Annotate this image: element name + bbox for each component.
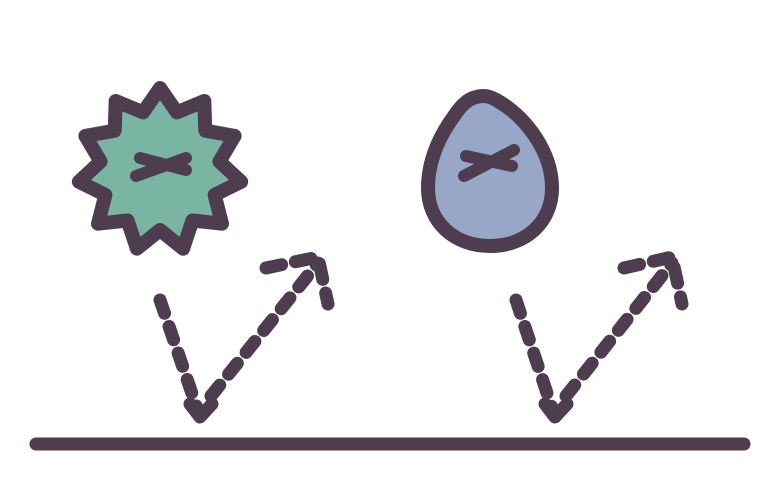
arrow-descent xyxy=(509,293,561,421)
x-mark-stroke-2 xyxy=(134,152,192,176)
right-bounce-arrow-icon xyxy=(509,250,689,424)
arrow-descent xyxy=(153,293,206,421)
droplet-icon xyxy=(421,89,559,253)
arrow-ascent xyxy=(559,256,679,403)
x-mark-stroke-2 xyxy=(460,150,518,172)
arrowhead xyxy=(617,250,689,311)
arrow-bounce-point xyxy=(183,397,219,424)
left-bounce-arrow-icon xyxy=(153,250,335,424)
droplet-body xyxy=(421,89,559,253)
droplet-x-mark-icon xyxy=(458,144,520,182)
arrow-ascent xyxy=(204,256,325,403)
spiky-star-icon xyxy=(71,81,249,256)
arrow-bounce-point xyxy=(538,397,574,424)
arrowhead xyxy=(259,250,335,311)
spiky-star-x-mark-icon xyxy=(130,152,192,182)
